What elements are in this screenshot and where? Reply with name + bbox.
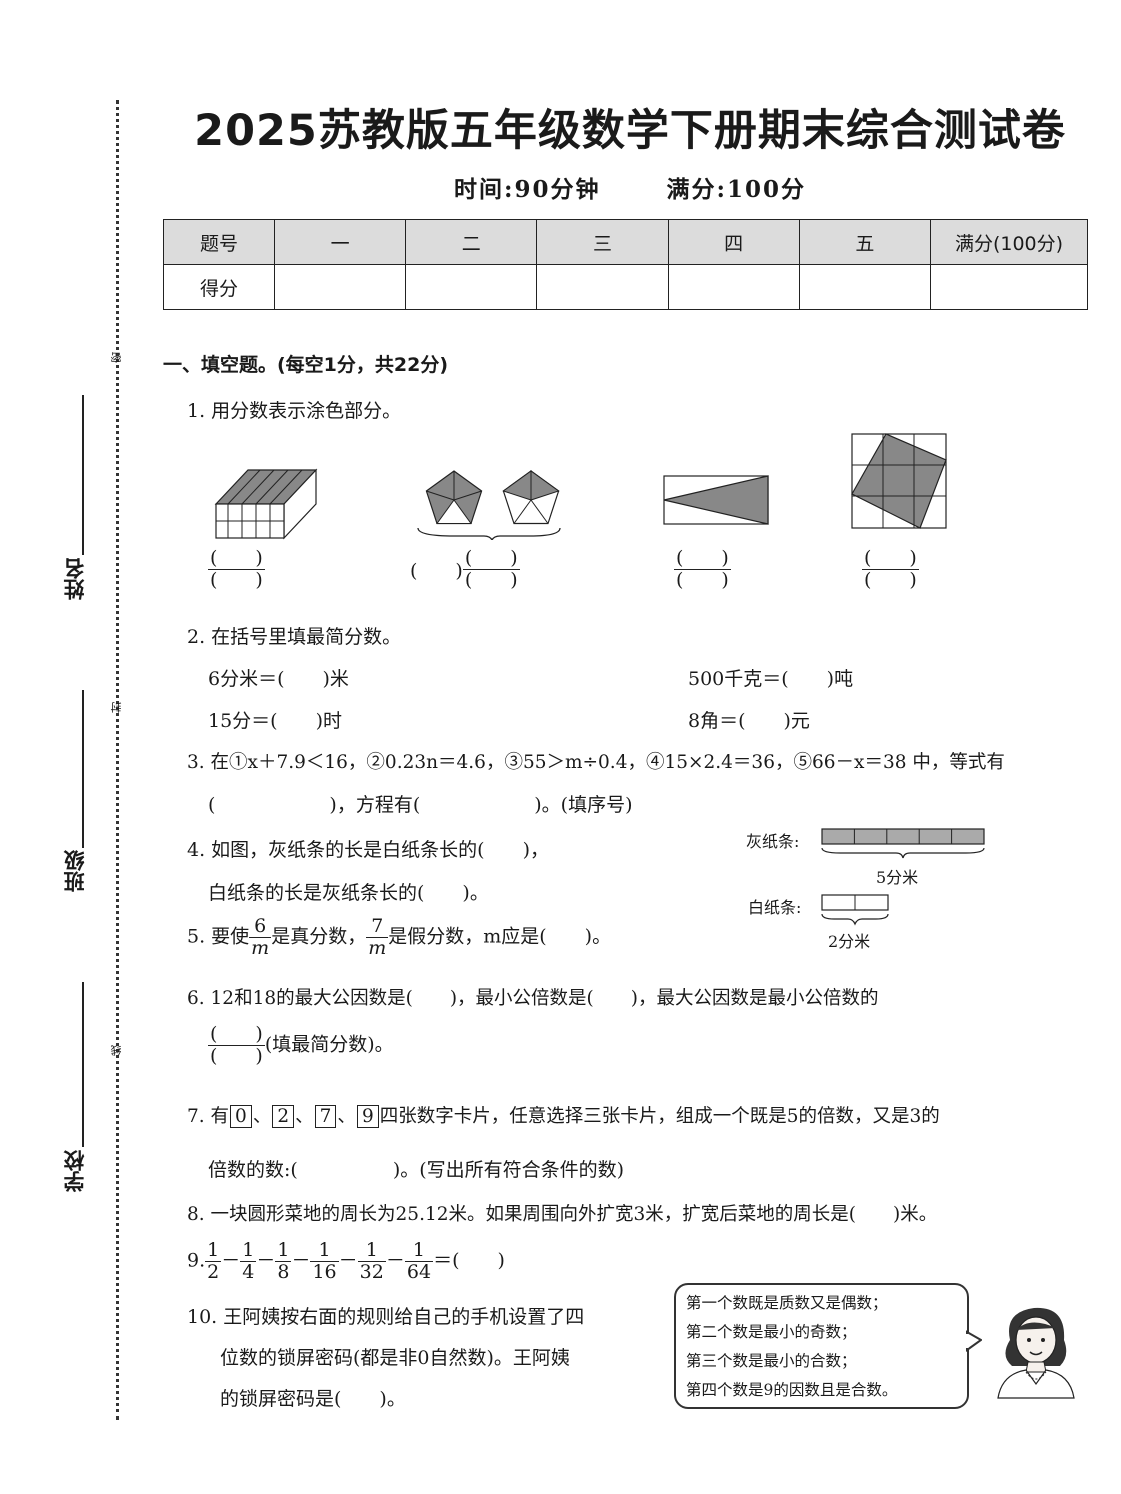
score-cell[interactable]: [405, 264, 538, 310]
digit-card: 7: [314, 1105, 337, 1128]
header-cell: 四: [667, 219, 800, 265]
header-cell: 三: [536, 219, 669, 265]
rule-line: 第一个数既是质数又是偶数；: [686, 1294, 888, 1312]
question-2b: 500千克＝( )吨: [688, 668, 854, 690]
question-10: 10. 王阿姨按右面的规则给自己的手机设置了四: [187, 1306, 585, 1328]
score-cell[interactable]: [667, 264, 800, 310]
question-6b: ( )( )(填最简分数)。: [208, 1023, 394, 1067]
bubble-tail: [966, 1330, 982, 1352]
header-cell: 五: [798, 219, 932, 265]
score-cell[interactable]: [536, 264, 669, 310]
binding-dotted-line: [116, 100, 119, 1420]
name-label: 姓名: [63, 558, 87, 600]
question-7b: 倍数的数:( )。(写出所有符合条件的数): [208, 1159, 625, 1181]
digit-card: 2: [272, 1105, 295, 1128]
binding-mark-line: 线: [110, 1045, 123, 1056]
header-cell: 满分(100分): [930, 219, 1088, 265]
score-table-row: 得分: [163, 264, 1088, 310]
rectangle-triangle-figure: [663, 475, 769, 525]
answer-fraction-1[interactable]: ( )( ): [208, 547, 265, 591]
white-strip-label: 白纸条:: [748, 898, 802, 917]
gray-strip-label: 灰纸条:: [746, 832, 800, 851]
row-label: 得分: [163, 264, 275, 310]
teacher-illustration: [997, 1307, 1075, 1399]
exam-full-score: 满分:100分: [666, 176, 807, 203]
question-2c: 15分＝( )时: [208, 710, 343, 732]
class-field[interactable]: [82, 690, 84, 848]
header-cell: 题号: [163, 219, 275, 265]
answer-mixed-number[interactable]: ( )( )( ): [410, 547, 520, 591]
score-cell[interactable]: [930, 264, 1088, 310]
score-cell[interactable]: [798, 264, 932, 310]
question-8: 8. 一块圆形菜地的周长为25.12米。如果周围向外扩宽3米，扩宽后菜地的周长是…: [187, 1204, 938, 1225]
question-1: 1. 用分数表示涂色部分。: [187, 400, 402, 422]
score-table-header: 题号 一 二 三 四 五 满分(100分): [163, 219, 1088, 265]
school-label: 学校: [63, 1150, 87, 1192]
white-strip-figure: [821, 894, 889, 926]
cuboid-figure: [214, 468, 318, 540]
school-field[interactable]: [82, 982, 84, 1147]
pentagons-figure: [417, 470, 561, 540]
question-4: 4. 如图，灰纸条的长是白纸条长的( )，: [187, 839, 549, 861]
question-2a: 6分米＝( )米: [208, 668, 349, 690]
answer-fraction-4[interactable]: ( )( ): [862, 547, 919, 591]
binding-mark-closed: 封: [110, 702, 123, 713]
rule-line: 第三个数是最小的合数；: [686, 1352, 857, 1370]
question-10b: 位数的锁屏密码(都是非0自然数)。王阿姨: [220, 1347, 570, 1369]
name-field[interactable]: [82, 395, 84, 555]
score-table: 题号 一 二 三 四 五 满分(100分) 得分: [163, 219, 1088, 310]
question-6: 6. 12和18的最大公因数是( )，最小公倍数是( )，最大公因数是最小公倍数…: [187, 988, 879, 1009]
question-3-answer: ( )，方程有( )。(填序号): [208, 794, 633, 816]
digit-card: 9: [356, 1105, 379, 1128]
question-3: 3. 在①x＋7.9＜16，②0.23n＝4.6，③55＞m÷0.4，④15×2…: [187, 752, 1005, 773]
question-2d: 8角＝( )元: [688, 710, 810, 732]
answer-fraction-3[interactable]: ( )( ): [674, 547, 731, 591]
header-cell: 二: [405, 219, 538, 265]
header-cell: 一: [273, 219, 407, 265]
question-10c: 的锁屏密码是( )。: [220, 1388, 406, 1410]
exam-info: 时间:90分钟 满分:100分: [160, 170, 1100, 204]
exam-time: 时间:90分钟: [453, 176, 601, 203]
grid-square-figure: [851, 433, 947, 529]
answer-fraction-6[interactable]: ( )( ): [208, 1023, 265, 1067]
digit-card: 0: [230, 1105, 252, 1128]
rule-line: 第四个数是9的因数且是合数。: [686, 1381, 898, 1399]
question-2: 2. 在括号里填最简分数。: [187, 626, 402, 648]
section-heading: 一、填空题。(每空1分，共22分): [163, 354, 449, 376]
binding-mark-seal: 密: [110, 352, 123, 363]
gray-strip-length: 5分米: [876, 868, 919, 887]
page-title: 2025苏教版五年级数学下册期末综合测试卷: [194, 106, 1066, 156]
rule-line: 第二个数是最小的奇数；: [686, 1323, 857, 1341]
gray-strip-figure: [821, 828, 985, 859]
rules-speech-bubble: 第一个数既是质数又是偶数； 第二个数是最小的奇数； 第三个数是最小的合数； 第四…: [674, 1283, 969, 1409]
question-4b: 白纸条的长是灰纸条长的( )。: [208, 882, 489, 904]
score-cell[interactable]: [273, 264, 407, 310]
white-strip-length: 2分米: [828, 932, 871, 951]
class-label: 班级: [63, 850, 87, 892]
